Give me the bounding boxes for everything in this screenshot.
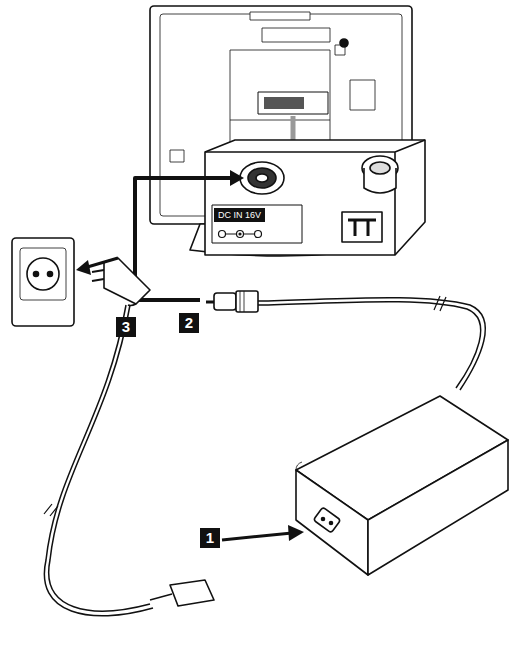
mains-connector (170, 580, 214, 606)
connector-panel (205, 140, 425, 255)
callout-number: 3 (116, 317, 136, 337)
adapter-inlet (313, 507, 340, 533)
euro-plug (104, 258, 150, 304)
voltage-label: DC IN 16V (214, 208, 265, 222)
wall-outlet (12, 238, 74, 326)
dc-plug (214, 293, 236, 310)
dc-in-socket (240, 162, 284, 194)
callout-number: 2 (179, 313, 199, 333)
callout-number: 1 (200, 528, 220, 548)
